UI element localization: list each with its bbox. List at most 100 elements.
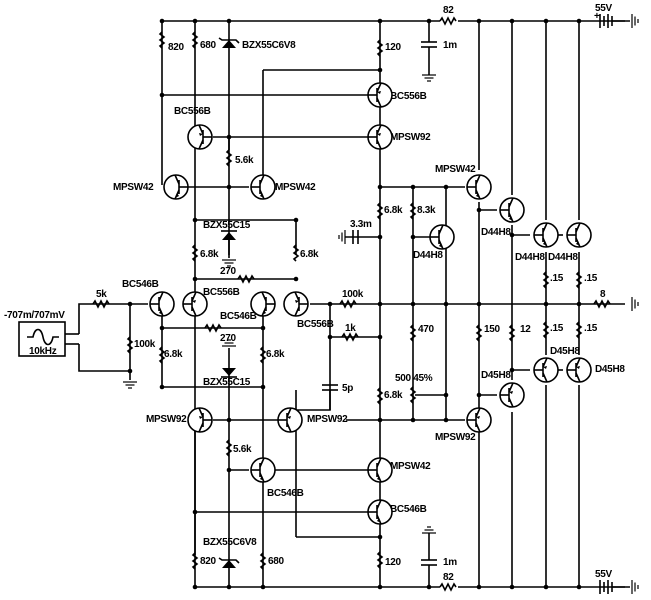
junction-dot <box>293 217 299 223</box>
q-out-n2-transistor <box>566 222 592 248</box>
junction-dot <box>159 18 165 24</box>
q-out-p1-transistor <box>533 357 559 383</box>
resistor-100k-shunt-label: 100k <box>134 339 156 350</box>
junction-dot <box>377 301 383 307</box>
junction-dot <box>410 234 416 240</box>
q-bc556-left-transistor <box>187 124 213 150</box>
capacitor-1m-top-label: 1m <box>443 40 457 51</box>
resistor-emitter-2-label: .15 <box>584 273 598 284</box>
q-mpsw92-left-label: MPSW92 <box>146 414 187 425</box>
resistor-emitter-3-label: .15 <box>550 323 564 334</box>
q-mpsw42-bot-transistor <box>367 457 393 483</box>
junction-dot <box>509 18 515 24</box>
q-bc556-top-label: BC556B <box>390 91 427 102</box>
q-mpsw42-mid-label: MPSW42 <box>275 182 316 193</box>
zener-top <box>222 40 236 48</box>
junction-dot <box>226 184 232 190</box>
q-in2-npn-transistor <box>250 291 276 317</box>
supply-plus-sign: + <box>594 11 600 22</box>
resistor-8k3-label: 8.3k <box>417 205 436 216</box>
potentiometer-500 <box>409 386 417 404</box>
capacitor-1m-top <box>421 21 437 82</box>
junction-dot <box>192 18 198 24</box>
capacitor-1m-bottom-label: 1m <box>443 557 457 568</box>
q-in2-npn-label: BC546B <box>220 311 257 322</box>
q-out-n1-label: D44H8 <box>515 252 545 263</box>
junction-dot <box>226 584 232 590</box>
junction-dot <box>476 584 482 590</box>
q-pre-p-transistor <box>499 382 525 408</box>
battery-55v-top <box>599 13 639 29</box>
q-pre-n-label: D44H8 <box>481 227 511 238</box>
resistor-6k8-vas-bottom-label: 6.8k <box>384 390 403 401</box>
source-amplitude-label: -707m/707mV <box>4 310 65 321</box>
resistor-820-top-label: 820 <box>168 42 185 53</box>
junction-dot <box>576 301 582 307</box>
resistor-120-top-label: 120 <box>385 42 402 53</box>
junction-dot <box>377 534 383 540</box>
resistor-1k-label: 1k <box>345 323 356 334</box>
q-bc546-bot2-label: BC546B <box>390 504 427 515</box>
junction-dot <box>192 276 198 282</box>
q-out-p1-label: D45H8 <box>550 346 580 357</box>
resistor-680-bottom <box>259 552 267 570</box>
q-bc546-bot-transistor <box>250 457 276 483</box>
junction-dot <box>377 67 383 73</box>
junction-dot <box>159 92 165 98</box>
resistor-100k-feedback-label: 100k <box>342 289 364 300</box>
resistor-270-top <box>237 274 255 284</box>
resistor-820-top <box>158 31 166 49</box>
q-out-p2-label: D45H8 <box>595 364 625 375</box>
junction-dot <box>576 18 582 24</box>
q-bc546-bot2-transistor <box>367 499 393 525</box>
junction-dot <box>426 18 432 24</box>
zener-top-label: BZX55C6V8 <box>242 40 296 51</box>
junction-dot <box>576 584 582 590</box>
junction-dot <box>127 368 133 374</box>
junction-dot <box>192 509 198 515</box>
q-drv-p-transistor <box>466 407 492 433</box>
junction-dot <box>543 584 549 590</box>
junction-dot <box>410 301 416 307</box>
junction-dot <box>159 325 165 331</box>
q-mpsw42-mid-transistor <box>250 174 276 200</box>
junction-dot <box>260 384 266 390</box>
ground-icon <box>421 74 437 82</box>
junction-dot <box>226 18 232 24</box>
resistor-emitter-1 <box>542 271 550 289</box>
resistor-5k <box>92 299 110 309</box>
junction-dot <box>410 417 416 423</box>
ground-icon <box>631 296 639 312</box>
junction-dot <box>509 232 515 238</box>
junction-dot <box>260 325 266 331</box>
junction-dot <box>377 584 383 590</box>
resistor-470-label: 470 <box>418 324 435 335</box>
q-bc556-left-label: BC556B <box>174 106 211 117</box>
resistor-270-bottom-label: 270 <box>220 333 237 344</box>
junction-dot <box>226 134 232 140</box>
resistor-120-bottom-label: 120 <box>385 557 402 568</box>
q-pre-n-transistor <box>499 197 525 223</box>
q-mpsw92-mid-transistor <box>277 407 303 433</box>
junction-dot <box>443 417 449 423</box>
junction-dot <box>509 367 515 373</box>
resistor-6k8-a-label: 6.8k <box>200 249 219 260</box>
q-out-n2-label: D44H8 <box>548 252 578 263</box>
resistor-12-label: 12 <box>520 324 531 335</box>
junction-dot <box>377 184 383 190</box>
junction-dot <box>226 417 232 423</box>
resistor-5k-label: 5k <box>96 289 107 300</box>
zener-bottom-label: BZX55C6V8 <box>203 537 257 548</box>
capacitor-1m-bottom <box>421 526 437 587</box>
junction-dot <box>543 301 549 307</box>
resistor-emitter-2 <box>575 271 583 289</box>
resistor-12 <box>508 324 516 342</box>
junction-dot <box>476 301 482 307</box>
resistor-150-label: 150 <box>484 324 501 335</box>
sine-wave-icon <box>27 328 59 346</box>
q-in-pnp-label: BC556B <box>203 287 240 298</box>
resistor-120-top <box>376 39 384 57</box>
resistor-82-bottom <box>439 582 457 592</box>
resistor-82-top <box>439 16 457 26</box>
